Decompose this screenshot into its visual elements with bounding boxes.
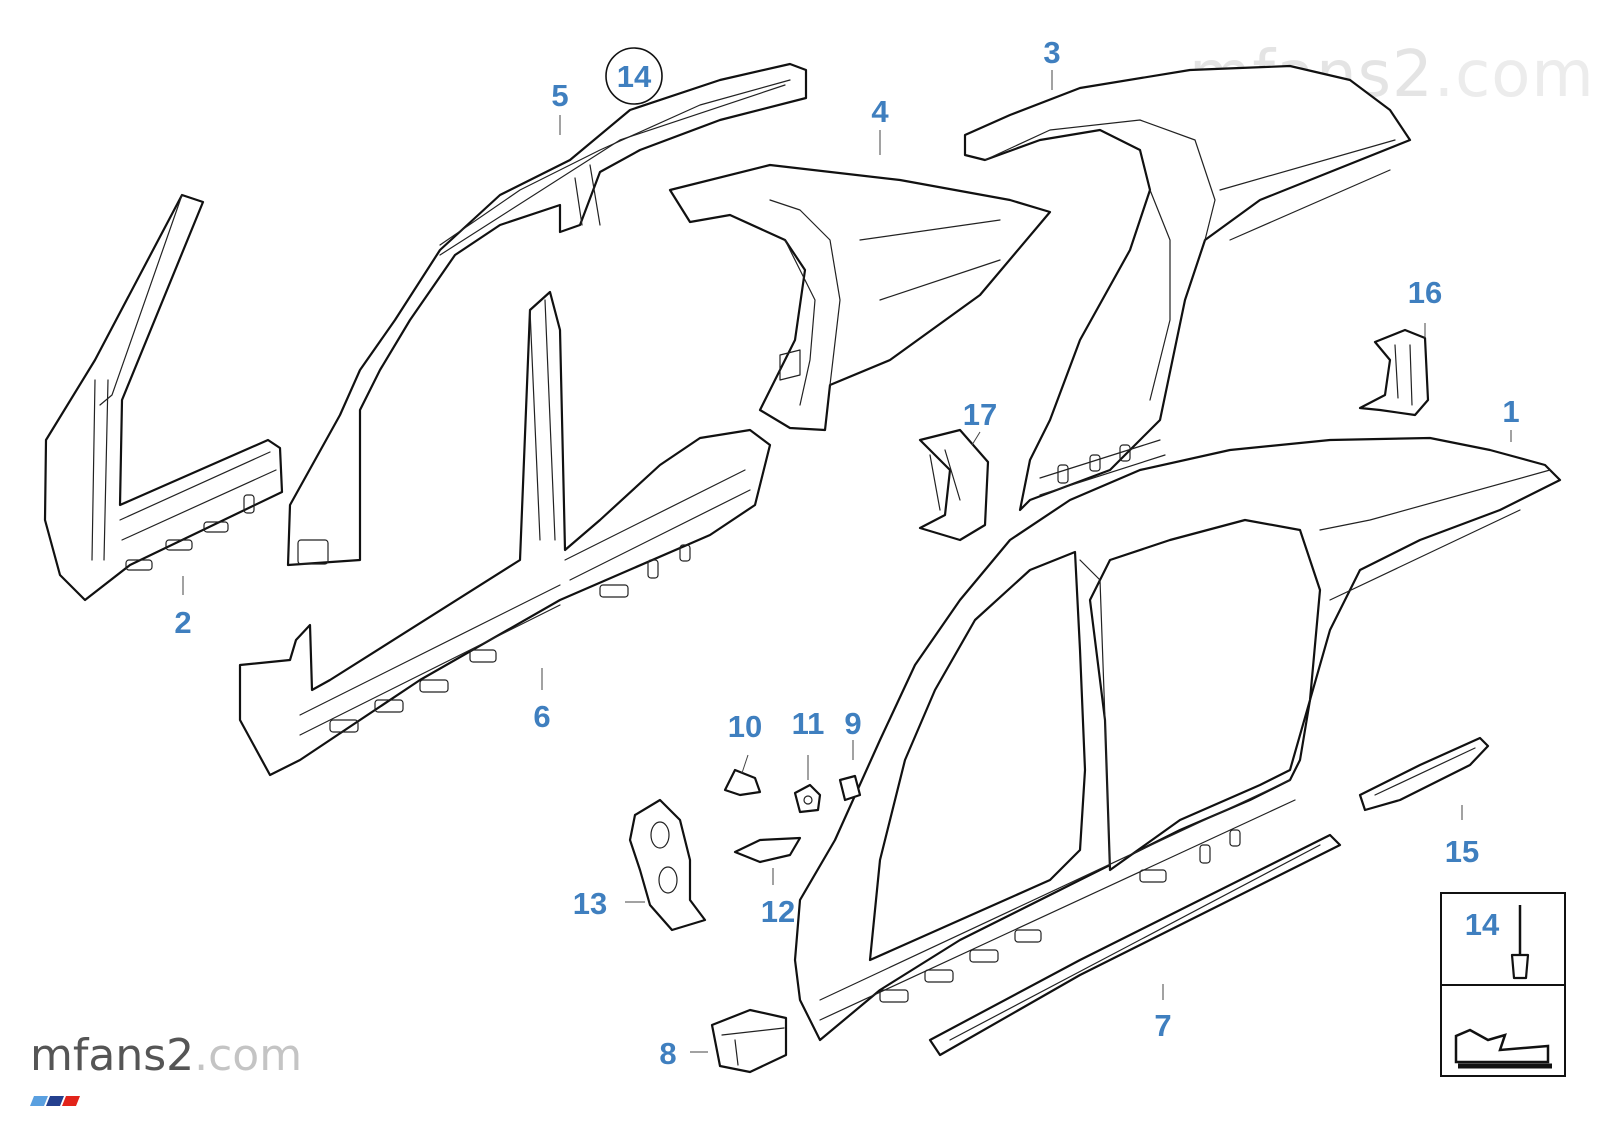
callout-2: 2: [174, 605, 191, 640]
callout-14-circle: [605, 47, 663, 105]
callout-9: 9: [844, 706, 861, 741]
callout-16: 16: [1408, 275, 1442, 310]
rivet-icon: [1510, 905, 1530, 980]
callout-3: 3: [1043, 35, 1060, 70]
callout-17: 17: [963, 397, 997, 432]
part-11-nut[interactable]: [793, 783, 822, 814]
part-4-rear-quarter-inner[interactable]: [668, 163, 1052, 432]
part-13-hinge-reinforcement[interactable]: [628, 798, 707, 932]
part-5-roof-frame[interactable]: [439, 79, 791, 246]
callout-7: 7: [1154, 1008, 1171, 1043]
callout-labels: 1 2 3 4 5 6 7 8 9 10 11 12 13 14 14 15 1…: [174, 35, 1519, 1071]
part-15-rocker-rear[interactable]: [1358, 736, 1490, 812]
part-2-a-pillar-section[interactable]: [43, 193, 284, 602]
part-16-bracket[interactable]: [1358, 328, 1430, 417]
part-1-side-frame-outer[interactable]: [793, 436, 1562, 1042]
part-14-legend-box[interactable]: [1440, 892, 1566, 1077]
callout-13: 13: [573, 886, 607, 921]
watermark-bottom-tld: .com: [194, 1030, 303, 1081]
callout-12: 12: [761, 894, 795, 929]
part-7-rocker-reinforcement[interactable]: [928, 833, 1342, 1057]
part-3-side-panel-rear[interactable]: [963, 64, 1412, 512]
part-12-plate[interactable]: [733, 836, 802, 864]
callout-14-circled: 14: [617, 59, 652, 94]
part-6-side-frame-inner[interactable]: [238, 62, 808, 777]
callout-10: 10: [728, 709, 762, 744]
callout-4: 4: [871, 94, 889, 129]
callout-8: 8: [659, 1036, 676, 1071]
callout-15: 15: [1445, 834, 1479, 869]
leader-lines: [182, 70, 1512, 1053]
watermark-bottom: mfans2.com: [30, 1030, 302, 1081]
callout-1: 1: [1502, 394, 1519, 429]
part-10-clip[interactable]: [723, 768, 762, 797]
part-9-grommet[interactable]: [838, 774, 862, 802]
callout-5: 5: [551, 78, 568, 113]
callout-11: 11: [792, 706, 825, 741]
arrow-icon: [1454, 1028, 1552, 1069]
callout-14-box: 14: [1465, 907, 1500, 942]
watermark-bottom-brand: mfans2: [30, 1030, 195, 1081]
m-stripe-logo: [30, 1096, 80, 1106]
callout-6: 6: [533, 699, 550, 734]
part-17-bracket[interactable]: [918, 428, 990, 542]
watermark-top-tld: .com: [1433, 38, 1595, 112]
part-8-bracket-block[interactable]: [710, 1008, 788, 1074]
